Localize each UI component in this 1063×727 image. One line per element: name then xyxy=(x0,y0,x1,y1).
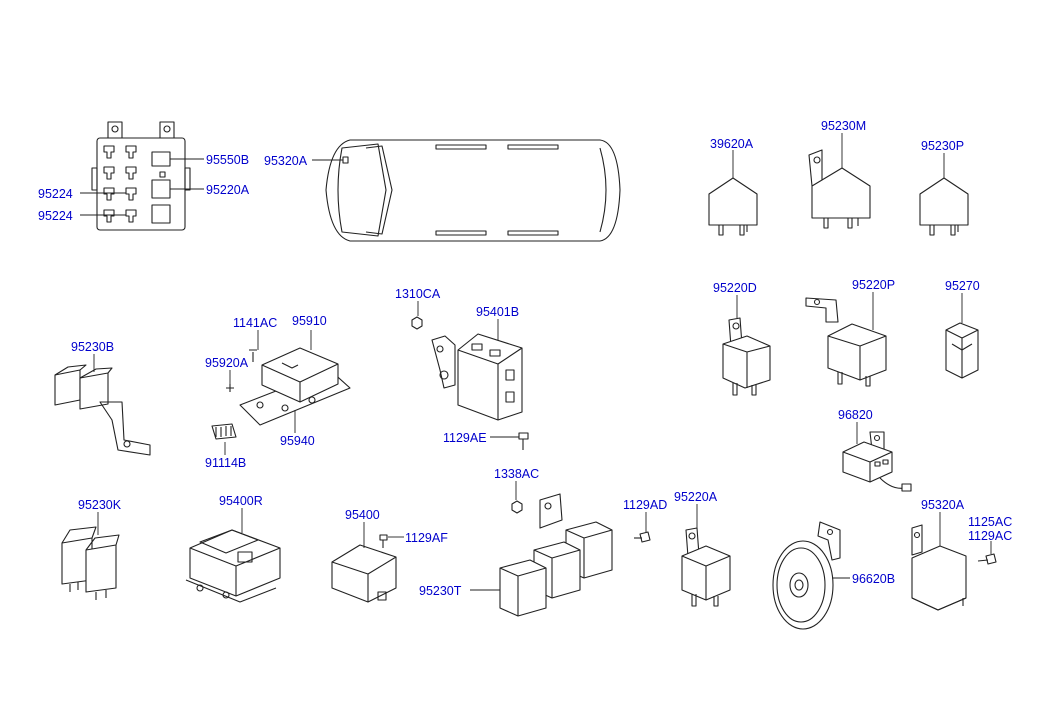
module-95400R-drawing xyxy=(185,529,281,603)
callout-95230K[interactable]: 95230K xyxy=(78,498,122,512)
relay-95220P-drawing xyxy=(805,297,887,387)
callout-95550B[interactable]: 95550B xyxy=(206,153,249,167)
relay-95220D-drawing xyxy=(722,317,771,396)
callout-1129AF[interactable]: 1129AF xyxy=(405,531,448,545)
control-unit-95910-drawing xyxy=(226,347,351,426)
callout-96820[interactable]: 96820 xyxy=(838,408,873,422)
callout-1129AE[interactable]: 1129AE xyxy=(443,431,487,445)
buzzer-96820-drawing xyxy=(842,431,912,492)
callout-95220D[interactable]: 95220D xyxy=(713,281,757,295)
relay-39620A-drawing xyxy=(708,177,758,236)
callout-95400R[interactable]: 95400R xyxy=(219,494,263,508)
callout-91114B[interactable]: 91114B xyxy=(205,456,246,470)
callout-95920A[interactable]: 95920A xyxy=(205,356,249,370)
vehicle-top-view-drawing xyxy=(325,139,621,242)
callout-95400[interactable]: 95400 xyxy=(345,508,380,522)
callout-95401B[interactable]: 95401B xyxy=(476,305,519,319)
relay-95230P-drawing xyxy=(919,177,969,236)
callout-1310CA[interactable]: 1310CA xyxy=(395,287,441,301)
module-95320A-drawing xyxy=(911,524,967,611)
callout-95224-lower[interactable]: 95224 xyxy=(38,209,73,223)
callout-95220A-box[interactable]: 95220A xyxy=(206,183,250,197)
relay-95270-drawing xyxy=(945,322,979,379)
horn-96620B-drawing xyxy=(772,521,841,630)
callout-95224-upper[interactable]: 95224 xyxy=(38,187,73,201)
callout-95230M[interactable]: 95230M xyxy=(821,119,866,133)
callout-95320A[interactable]: 95320A xyxy=(921,498,965,512)
callout-95910[interactable]: 95910 xyxy=(292,314,327,328)
callout-1125AC[interactable]: 1125AC xyxy=(968,515,1012,529)
bolt-1129AE-drawing xyxy=(518,432,529,450)
module-95400-drawing xyxy=(331,534,397,603)
bolt-1125AC-1129AC-drawing xyxy=(977,553,997,565)
callout-1129AC[interactable]: 1129AC xyxy=(968,529,1012,543)
module-95401B-drawing xyxy=(411,316,523,421)
callout-95220P[interactable]: 95220P xyxy=(852,278,895,292)
callout-1338AC[interactable]: 1338AC xyxy=(494,467,539,481)
connector-91114B-drawing xyxy=(211,423,237,440)
callout-95220A[interactable]: 95220A xyxy=(674,490,718,504)
relay-95230M-drawing xyxy=(808,149,871,229)
callout-39620A[interactable]: 39620A xyxy=(710,137,754,151)
callout-95320A-vehicle[interactable]: 95320A xyxy=(264,154,308,168)
callout-95270[interactable]: 95270 xyxy=(945,279,980,293)
relay-95230B-drawing xyxy=(54,364,151,456)
relay-95220A-drawing xyxy=(681,527,731,607)
callout-95230P[interactable]: 95230P xyxy=(921,139,964,153)
callout-95230B[interactable]: 95230B xyxy=(71,340,114,354)
callout-95940[interactable]: 95940 xyxy=(280,434,315,448)
callout-1129AD[interactable]: 1129AD xyxy=(623,498,667,512)
callout-1141AC[interactable]: 1141AC xyxy=(233,316,277,330)
junction-box-drawing xyxy=(91,121,191,231)
callout-95230T[interactable]: 95230T xyxy=(419,584,462,598)
bolt-1129AD-drawing xyxy=(634,531,651,543)
relay-block-95230T-drawing xyxy=(499,493,613,617)
callout-96620B[interactable]: 96620B xyxy=(852,572,895,586)
relay-95230K-drawing xyxy=(61,526,120,600)
